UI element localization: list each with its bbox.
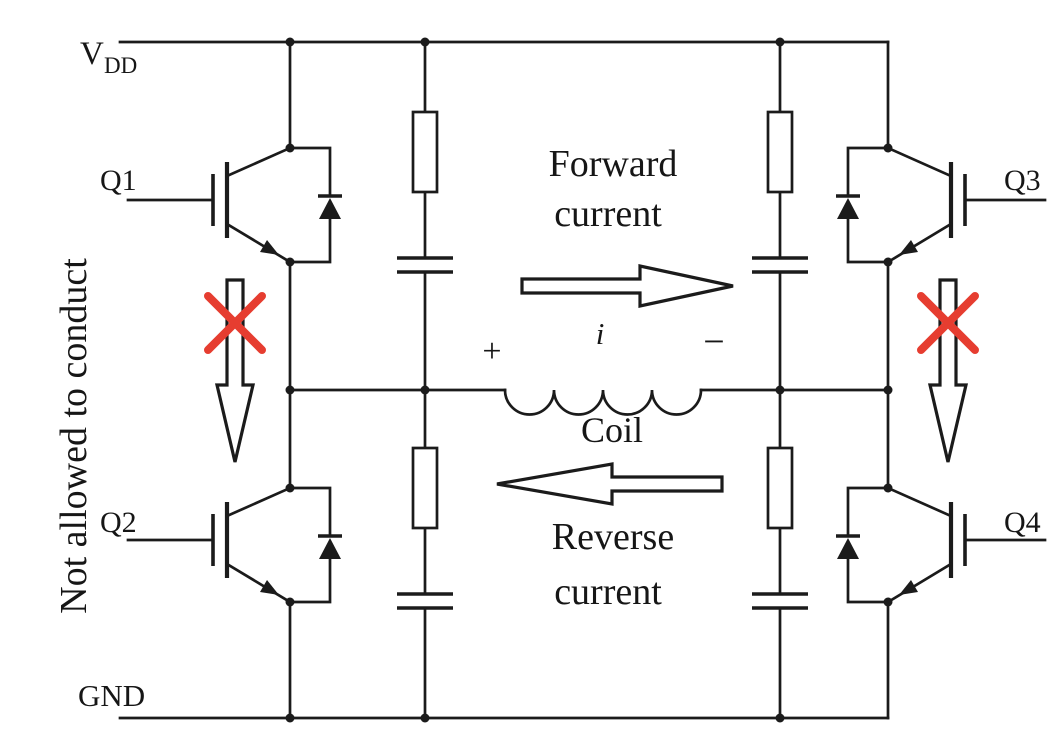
junction-dots bbox=[285, 37, 893, 723]
q4-drain-wire bbox=[886, 486, 953, 518]
coil-plus-terminal: + bbox=[482, 333, 501, 370]
q3-diode-triangle bbox=[837, 198, 859, 219]
q1-source-wire bbox=[225, 222, 292, 264]
q4-label: Q4 bbox=[1004, 506, 1041, 539]
q4-source-arrowhead bbox=[899, 580, 918, 595]
junction-dot bbox=[883, 385, 893, 395]
reverse-current-arrow-icon bbox=[496, 462, 724, 506]
body-diode-q4 bbox=[836, 486, 890, 604]
transistor-q4 bbox=[886, 486, 1047, 604]
reverse-current-label-line2: current bbox=[554, 571, 662, 613]
blocked-marks bbox=[204, 292, 979, 354]
blocked-right-arrow-icon bbox=[927, 278, 969, 463]
q3-label: Q3 bbox=[1004, 164, 1041, 197]
q3-drain-wire bbox=[886, 146, 953, 178]
resistor-bottom-right bbox=[766, 446, 794, 530]
junction-dot bbox=[883, 257, 893, 267]
rc-leg-left bbox=[397, 40, 453, 720]
capacitor-bottom-left bbox=[397, 592, 453, 610]
junction-dot bbox=[420, 713, 430, 723]
coil-label: Coil bbox=[581, 410, 643, 450]
q2-source-wire bbox=[225, 562, 292, 604]
resistor-top-left bbox=[411, 110, 439, 194]
capacitor-top-left bbox=[397, 256, 453, 274]
resistor-bottom-left bbox=[411, 446, 439, 530]
reverse-current-label-line1: Reverse bbox=[552, 516, 674, 558]
forward-current-label-line2: current bbox=[554, 193, 662, 235]
junction-dot bbox=[285, 37, 295, 47]
transistor-q1 bbox=[126, 146, 292, 264]
junction-dot bbox=[285, 385, 295, 395]
q4-diode-triangle bbox=[837, 538, 859, 559]
q2-drain-wire bbox=[225, 486, 292, 518]
current-arrows bbox=[214, 264, 969, 506]
junction-dot bbox=[285, 713, 295, 723]
body-diode-q3 bbox=[836, 146, 890, 264]
forward-current-arrow-icon bbox=[520, 264, 734, 308]
junction-dot bbox=[420, 385, 430, 395]
capacitor-top-right bbox=[752, 256, 808, 274]
capacitor-bottom-right bbox=[752, 592, 808, 610]
coil-minus-terminal: − bbox=[703, 321, 724, 363]
body-diode-q1 bbox=[288, 146, 342, 264]
resistor-top-right bbox=[766, 110, 794, 194]
q3-source-arrowhead bbox=[899, 240, 918, 255]
vdd-label: V bbox=[80, 36, 104, 72]
q2-diode-wires bbox=[288, 486, 332, 604]
junction-dot bbox=[883, 143, 893, 153]
forward-current-label-line1: Forward bbox=[549, 143, 678, 185]
junction-dot bbox=[883, 483, 893, 493]
junction-dot bbox=[285, 143, 295, 153]
q1-diode-triangle bbox=[319, 198, 341, 219]
vdd-subscript: DD bbox=[104, 53, 137, 78]
q4-source-wire bbox=[886, 562, 953, 604]
junction-dot bbox=[883, 597, 893, 607]
junction-dot bbox=[285, 257, 295, 267]
coil-current-symbol: i bbox=[596, 316, 605, 351]
junction-dot bbox=[285, 597, 295, 607]
body-diode-q2 bbox=[288, 486, 342, 604]
q1-drain-wire bbox=[225, 146, 292, 178]
wire-layer bbox=[118, 40, 1047, 720]
junction-dot bbox=[420, 37, 430, 47]
red-x-left-icon bbox=[204, 292, 266, 354]
not-allowed-label: Not allowed to conduct bbox=[53, 258, 95, 614]
transistor-q2 bbox=[126, 486, 292, 604]
transistor-q3 bbox=[886, 146, 1047, 264]
q1-diode-wires bbox=[288, 146, 332, 264]
q4-diode-wires bbox=[846, 486, 890, 604]
q2-label: Q2 bbox=[100, 506, 137, 539]
q3-diode-wires bbox=[846, 146, 890, 264]
junction-dot bbox=[775, 37, 785, 47]
rc-leg-right bbox=[752, 40, 808, 720]
q2-diode-triangle bbox=[319, 538, 341, 559]
junction-dot bbox=[775, 385, 785, 395]
q3-source-wire bbox=[886, 222, 953, 264]
inductor-coil bbox=[503, 388, 703, 416]
q1-source-arrowhead bbox=[260, 240, 279, 255]
junction-dot bbox=[285, 483, 295, 493]
blocked-left-arrow-icon bbox=[214, 278, 256, 463]
junction-dot bbox=[775, 713, 785, 723]
q1-label: Q1 bbox=[100, 164, 137, 197]
q2-source-arrowhead bbox=[260, 580, 279, 595]
red-x-right-icon bbox=[917, 292, 979, 354]
gnd-label: GND bbox=[78, 678, 145, 713]
